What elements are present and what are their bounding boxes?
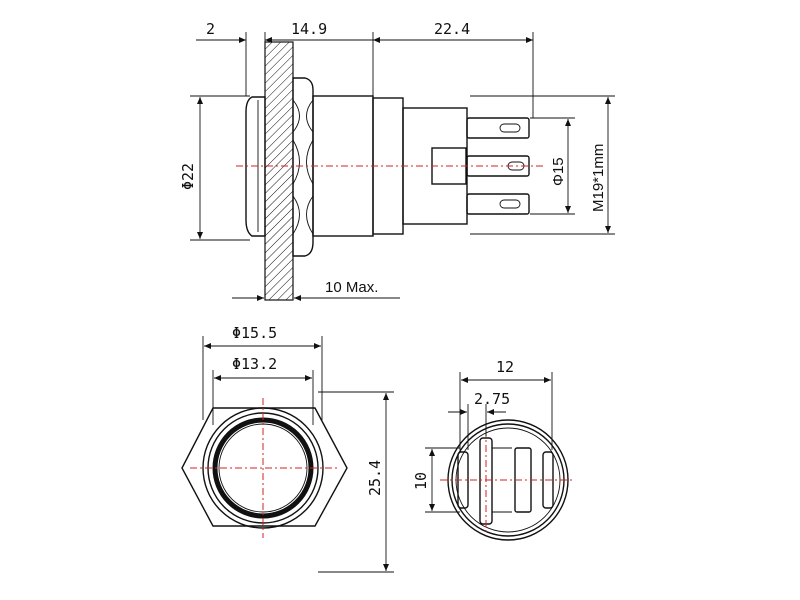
dim-phi15-label: Φ15 xyxy=(550,157,567,186)
dim-panel-label: 10 Max. xyxy=(325,279,378,296)
hex-nut-front xyxy=(181,407,348,527)
front-view: Φ15.5 Φ13.2 25.4 xyxy=(181,324,394,573)
terminal-top xyxy=(466,117,530,139)
dim-phi132-label: Φ13.2 xyxy=(232,355,277,373)
rear-outer-circle xyxy=(447,419,569,541)
hex-nut xyxy=(292,77,314,257)
dim-body-front-label: 14.9 xyxy=(291,20,327,38)
dim-pitch-label: 2.75 xyxy=(474,390,510,408)
dim-height-label: 25.4 xyxy=(366,460,384,496)
dim-phi155-label: Φ15.5 xyxy=(232,324,277,342)
dim-rear-height-label: 10 xyxy=(412,472,430,490)
dim-thread-label: M19*1mm xyxy=(590,144,607,212)
dim-width-label: 12 xyxy=(496,358,514,376)
dim-body-rear-label: 22.4 xyxy=(434,20,470,38)
rear-terminal-right xyxy=(542,451,554,509)
rear-view: 12 2.75 10 xyxy=(412,358,575,541)
terminal-bottom xyxy=(466,193,530,215)
panel-section xyxy=(264,41,294,301)
side-view: 2 14.9 22.4 Φ22 Φ15 M19*1mm 10 Max. xyxy=(179,20,615,301)
dim-phi22-label: Φ22 xyxy=(179,163,197,190)
button-cap xyxy=(245,96,266,237)
dim-flange-label: 2 xyxy=(206,20,215,38)
